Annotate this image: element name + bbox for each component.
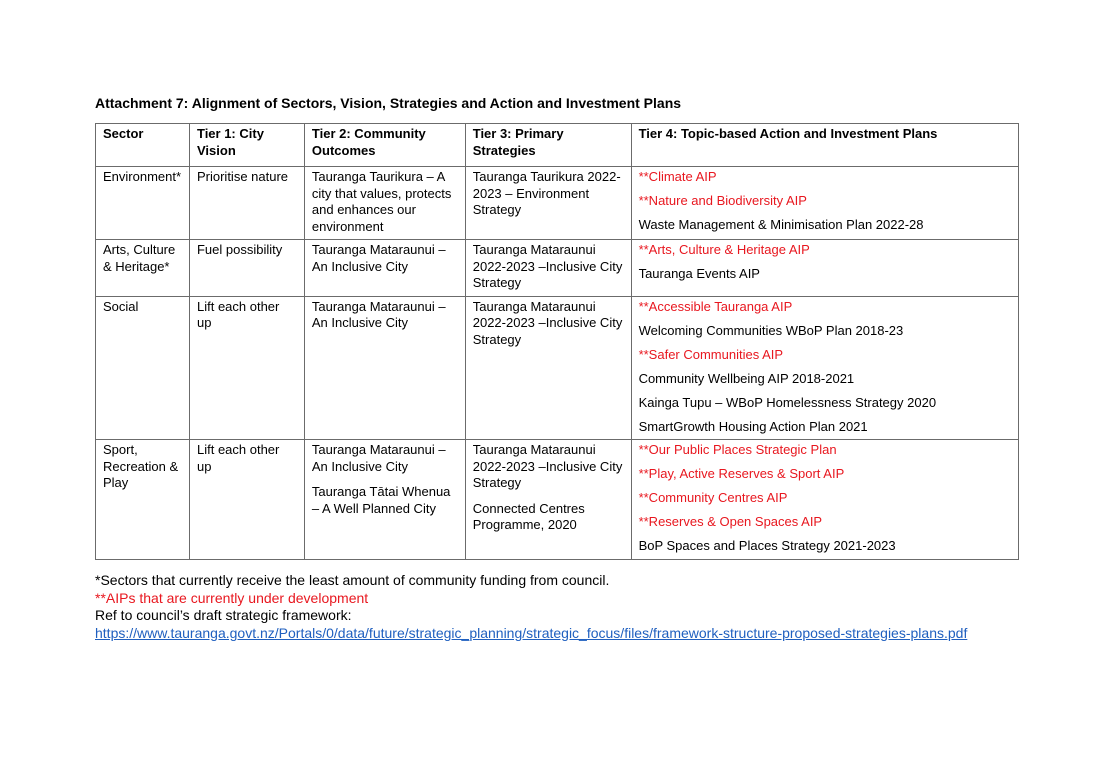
primary-strategy: Tauranga Mataraunui 2022-2023 –Inclusive…	[472, 242, 623, 290]
city-vision-cell: Fuel possibility	[188, 239, 305, 297]
plan-under-development: **Arts, Culture & Heritage AIP	[638, 242, 810, 257]
plan-under-development: **Reserves & Open Spaces AIP	[638, 514, 823, 529]
header-tier1: Tier 1: City Vision	[188, 123, 305, 167]
plan-under-development: **Nature and Biodiversity AIP	[638, 193, 807, 208]
action-investment-plans-cell: **Arts, Culture & Heritage AIP Tauranga E…	[630, 239, 1020, 297]
plan-existing: Kainga Tupu – WBoP Homelessness Strategy…	[638, 394, 937, 410]
primary-strategies-cell: Tauranga Mataraunui 2022-2023 –Inclusive…	[464, 295, 632, 440]
alignment-table: Sector Tier 1: City Vision Tier 2: Commu…	[95, 123, 1020, 560]
sector-cell: Sport, Recreation & Play	[95, 439, 190, 560]
primary-strategies-cell: Tauranga Mataraunui 2022-2023 –Inclusive…	[464, 439, 632, 560]
community-outcome: Tauranga Mataraunui – An Inclusive City	[311, 298, 446, 331]
action-investment-plans-cell: **Climate AIP **Nature and Biodiversity A…	[630, 166, 1020, 240]
city-vision-cell: Prioritise nature	[188, 166, 305, 240]
community-outcome: Tauranga Mataraunui – An Inclusive City	[311, 242, 446, 274]
sector-cell: Arts, Culture & Heritage*	[95, 239, 190, 297]
page-title: Attachment 7: Alignment of Sectors, Visi…	[95, 95, 682, 111]
header-row: Sector Tier 1: City Vision Tier 2: Commu…	[95, 123, 1020, 167]
community-outcome: Tauranga Taurikura – A city that values,…	[311, 169, 452, 234]
note-least-funding: *Sectors that currently receive the leas…	[95, 572, 610, 588]
plan-existing: Tauranga Events AIP	[638, 266, 760, 281]
primary-strategy: Connected Centres Programme, 2020	[472, 500, 585, 533]
primary-strategy: Tauranga Mataraunui 2022-2023 –Inclusive…	[472, 442, 623, 490]
sector-cell: Social	[95, 295, 190, 440]
plan-under-development: **Climate AIP	[638, 169, 717, 184]
community-outcome: Tauranga Tātai Whenua – A Well Planned C…	[311, 484, 451, 516]
action-investment-plans-cell: **Our Public Places Strategic Plan **Play…	[630, 439, 1020, 560]
city-vision-cell: Lift each other up	[188, 295, 305, 440]
footnotes: *Sectors that currently receive the leas…	[95, 572, 967, 642]
plan-under-development: **Safer Communities AIP	[638, 346, 784, 362]
header-tier4: Tier 4: Topic-based Action and Investmen…	[630, 123, 1020, 167]
header-tier3: Tier 3: Primary Strategies	[464, 123, 632, 167]
plan-existing: Welcoming Communities WBoP Plan 2018-23	[638, 322, 904, 338]
header-sector: Sector	[95, 123, 190, 167]
primary-strategies-cell: Tauranga Taurikura 2022-2023 – Environme…	[464, 166, 632, 240]
community-outcomes-cell: Tauranga Taurikura – A city that values,…	[303, 166, 466, 240]
city-vision-cell: Lift each other up	[188, 439, 305, 560]
community-outcomes-cell: Tauranga Mataraunui – An Inclusive City	[303, 239, 466, 297]
plan-under-development: **Play, Active Reserves & Sport AIP	[638, 466, 845, 481]
plan-under-development: **Accessible Tauranga AIP	[638, 298, 793, 314]
plan-under-development: **Community Centres AIP	[638, 490, 788, 505]
plan-under-development: **Our Public Places Strategic Plan	[638, 442, 837, 457]
plan-existing: BoP Spaces and Places Strategy 2021-2023	[638, 538, 896, 553]
table-row: Arts, Culture & Heritage*Fuel possibilit…	[95, 239, 1020, 297]
plan-existing: SmartGrowth Housing Action Plan 2021	[638, 418, 868, 434]
framework-link[interactable]: https://www.tauranga.govt.nz/Portals/0/d…	[95, 624, 968, 641]
primary-strategy: Tauranga Taurikura 2022-2023 – Environme…	[472, 169, 621, 217]
action-investment-plans-cell: **Accessible Tauranga AIP Welcoming Commu…	[630, 295, 1020, 440]
community-outcome: Tauranga Mataraunui – An Inclusive City	[311, 442, 446, 474]
note-under-development: **AIPs that are currently under developm…	[95, 589, 369, 606]
primary-strategy: Tauranga Mataraunui 2022-2023 –Inclusive…	[472, 298, 623, 347]
sector-cell: Environment*	[95, 166, 190, 240]
plan-existing: Waste Management & Minimisation Plan 202…	[638, 217, 924, 232]
primary-strategies-cell: Tauranga Mataraunui 2022-2023 –Inclusive…	[464, 239, 632, 297]
plan-existing: Community Wellbeing AIP 2018-2021	[638, 370, 855, 386]
community-outcomes-cell: Tauranga Mataraunui – An Inclusive City	[303, 295, 466, 440]
header-tier2: Tier 2: Community Outcomes	[303, 123, 466, 167]
note-ref: Ref to council’s draft strategic framewo…	[95, 607, 352, 623]
